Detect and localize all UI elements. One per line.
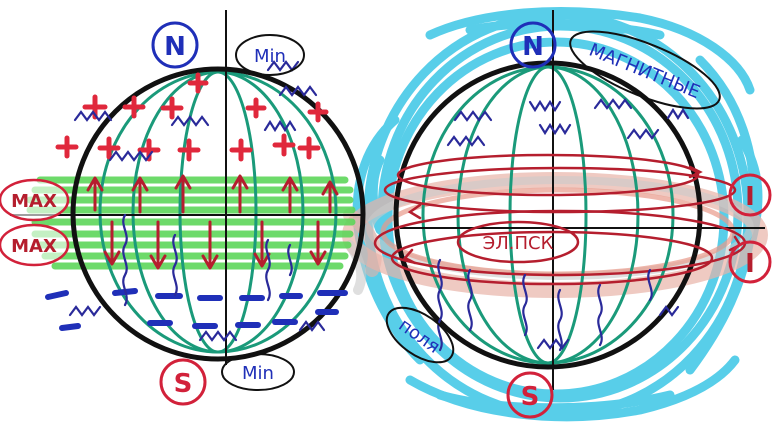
left-max-lower-label: MAX (11, 236, 57, 257)
left-min-bottom-badge: Min (221, 353, 295, 391)
right-globe-waves (437, 98, 690, 352)
right-center-badge: ЭЛ.ПСК (456, 220, 580, 264)
left-north-badge: N (151, 21, 199, 69)
left-max-upper-badge: MAX (0, 178, 70, 222)
arrow-down (103, 220, 121, 266)
right-current-upper-badge: I (728, 173, 772, 217)
arrow-up (131, 176, 149, 214)
right-south-badge: S (506, 371, 554, 419)
right-north-badge: N (509, 21, 557, 69)
right-south-label: S (521, 382, 540, 412)
right-north-label: N (522, 32, 544, 62)
right-center-label: ЭЛ.ПСК (483, 233, 554, 254)
minus-sign (45, 290, 69, 300)
plus-sign (297, 136, 321, 160)
plus-sign (245, 97, 267, 119)
plus-sign (307, 101, 329, 123)
right-current-lower-label: I (745, 249, 755, 279)
plus-sign (229, 138, 253, 162)
plus-sign (272, 133, 296, 157)
left-globe-minus-signs (45, 288, 348, 331)
arrow-down (253, 220, 271, 268)
plus-sign (55, 135, 79, 159)
plus-sign (160, 96, 184, 120)
arrow-up (86, 176, 104, 212)
right-current-upper-label: I (745, 182, 755, 212)
arrow-down (309, 220, 327, 266)
arrow-up (321, 180, 339, 214)
left-globe-meridians (98, 70, 338, 354)
left-globe-green-belt (26, 176, 356, 270)
minus-sign (59, 323, 81, 331)
left-globe-axes (10, 10, 365, 365)
left-globe-waves (68, 60, 326, 342)
plus-sign (177, 138, 201, 162)
arrow-down (149, 220, 167, 270)
arrow-up (174, 174, 192, 214)
left-south-label: S (174, 369, 193, 399)
arrow-up (281, 176, 299, 214)
right-globe-axes (400, 10, 765, 390)
left-globe-arrows (86, 174, 339, 270)
arrow-up (231, 174, 249, 214)
left-north-label: N (164, 32, 186, 62)
arrow-down (201, 220, 219, 270)
plus-sign (122, 95, 146, 119)
left-globe-plus-signs (55, 72, 329, 162)
left-max-lower-badge: MAX (0, 223, 70, 267)
left-min-bottom-label: Min (242, 363, 274, 384)
left-max-upper-label: MAX (11, 191, 57, 212)
plus-sign (97, 136, 121, 160)
left-min-top-label: Min (254, 46, 286, 67)
right-current-lower-badge: I (728, 240, 772, 284)
plus-sign (187, 72, 209, 94)
right-globe-current-ellipses (373, 153, 747, 286)
left-min-top-badge: Min (235, 34, 305, 76)
left-south-badge: S (159, 358, 207, 406)
